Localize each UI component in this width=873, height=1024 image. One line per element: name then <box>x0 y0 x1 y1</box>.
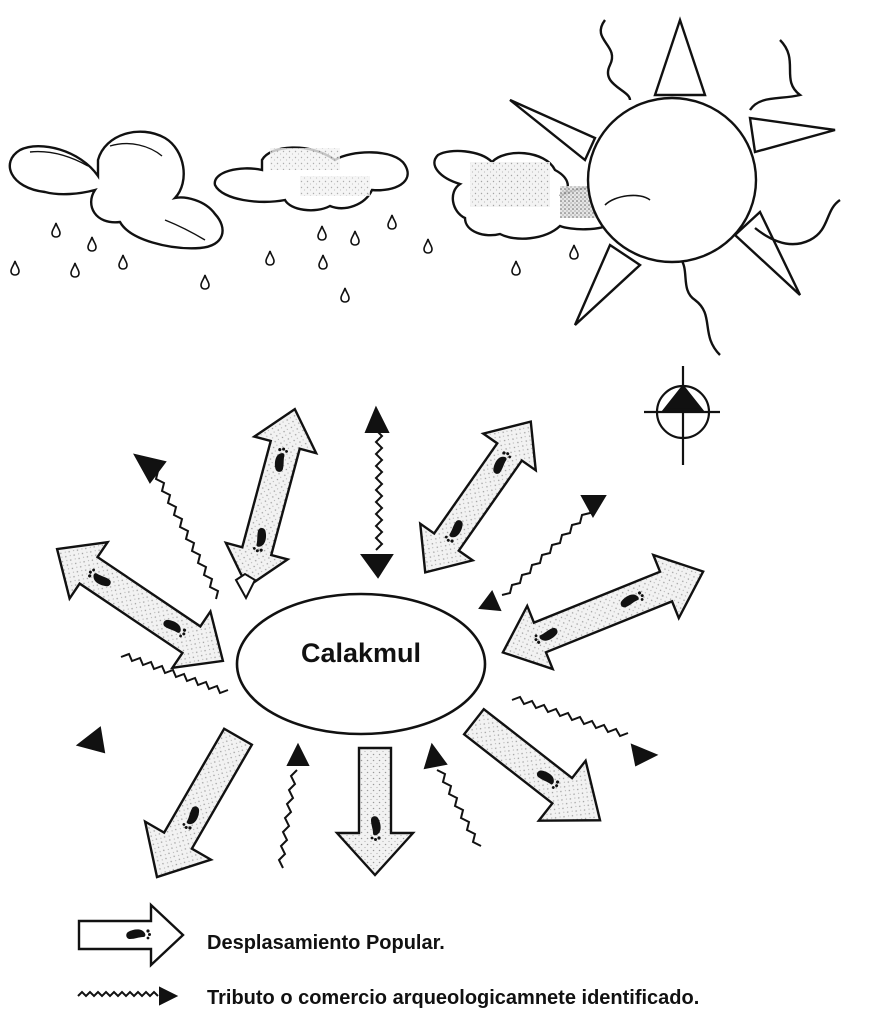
tribute-arrow-top <box>374 429 384 551</box>
sun <box>509 16 841 356</box>
legend-popular-symbol <box>77 902 185 968</box>
rain-cloud-left <box>8 130 224 250</box>
popular-arrow-upper-right <box>418 420 538 574</box>
legend-popular-label: Desplasamiento Popular. <box>207 932 445 954</box>
popular-arrow-lower-left <box>143 727 254 879</box>
center-node <box>235 592 487 736</box>
tribute-arrow-lower-left <box>277 769 298 869</box>
legend-tribute-label: Tributo o comercio arqueologicamnete ide… <box>207 987 700 1009</box>
popular-arrow-right <box>501 553 705 671</box>
compass-icon <box>644 366 720 465</box>
tribute-arrow-right <box>511 695 629 738</box>
popular-arrow-upper-left <box>55 540 225 670</box>
tribute-arrow-lower-right <box>436 769 482 847</box>
tribute-arrows <box>75 405 659 869</box>
tribute-arrow-upper-left <box>149 466 220 600</box>
rain-cloud-middle <box>213 146 409 212</box>
popular-arrow-upper-mid-left <box>223 407 319 589</box>
popular-arrow-lower-right <box>462 707 602 822</box>
center-label: Calakmul <box>300 638 422 668</box>
legend-tribute-symbol <box>77 986 179 1006</box>
tribute-arrow-left <box>120 652 229 695</box>
tribute-arrow-upper-right <box>501 504 593 596</box>
sun-rays <box>509 16 841 356</box>
popular-arrow-bottom <box>334 746 416 877</box>
